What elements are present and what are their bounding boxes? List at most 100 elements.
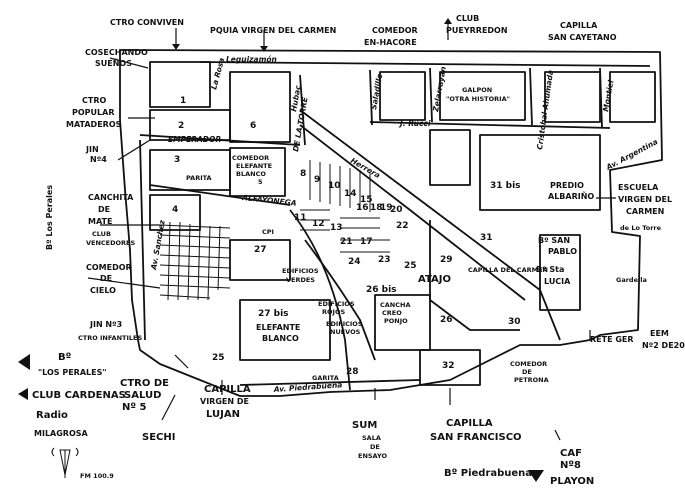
svg-text:ALBARIÑO: ALBARIÑO <box>548 191 594 201</box>
svg-text:CARMEN: CARMEN <box>626 207 664 216</box>
label-garita: GARITA <box>312 374 339 382</box>
label-capilla-lujan: CAPILLA <box>204 384 251 395</box>
svg-text:ELEFANTE: ELEFANTE <box>236 162 272 170</box>
label-ctros-infantiles: CTRO INFANTILES <box>78 334 142 342</box>
street-montiel: Montiel <box>601 79 615 112</box>
label-ctro-popular: CTRO <box>82 96 106 105</box>
block-22: 22 <box>396 221 409 231</box>
label-comedor-petrona: COMEDOR <box>510 360 547 368</box>
svg-text:BLANCO: BLANCO <box>236 170 266 178</box>
svg-text:DE: DE <box>100 274 112 283</box>
svg-text:VIRGEN DEL: VIRGEN DEL <box>618 195 672 204</box>
row-houses-grid <box>159 160 390 301</box>
label-capilla-san-cayetano: CAPILLA <box>560 21 598 30</box>
block-11: 11 <box>294 213 307 223</box>
label-comedor-de-cielo: COMEDOR <box>86 263 132 272</box>
street-rucci: J. Rucci <box>398 119 431 128</box>
block-1: 1 <box>180 96 186 106</box>
block-15: 15 <box>360 195 373 205</box>
block-12: 12 <box>312 219 325 229</box>
block-3: 3 <box>174 155 180 165</box>
block-parita: PARITA <box>186 174 212 182</box>
svg-text:Nº2 DE20: Nº2 DE20 <box>642 341 685 350</box>
block-30: 30 <box>508 317 521 327</box>
svg-text:Nº8: Nº8 <box>560 460 581 471</box>
radio-antenna-icon <box>51 447 79 478</box>
block-18: 18 <box>370 203 383 213</box>
label-ctro-salud: CTRO DE <box>120 378 169 389</box>
svg-text:PONJO: PONJO <box>384 317 408 325</box>
svg-text:BLANCO: BLANCO <box>262 334 299 343</box>
label-bo-san-pablo: Bº SAN <box>538 236 570 245</box>
svg-text:SALA: SALA <box>362 434 381 442</box>
block-32: 32 <box>442 361 455 371</box>
svg-text:MATE: MATE <box>88 217 112 226</box>
svg-text:Nº 5: Nº 5 <box>122 402 146 413</box>
map-outline <box>119 49 663 397</box>
label-bo-piedrabuena: Bº Piedrabuena <box>444 468 532 479</box>
svg-text:DE: DE <box>522 368 532 376</box>
label-atajo: ATAJO <box>418 274 451 285</box>
block-13: 13 <box>330 223 343 233</box>
block-4: 4 <box>172 205 178 215</box>
label-jin4: JIN <box>85 145 99 154</box>
svg-text:NUEVOS: NUEVOS <box>330 328 361 336</box>
label-eem: EEM <box>650 329 669 338</box>
svg-text:Nº4: Nº4 <box>90 155 107 164</box>
block-10: 10 <box>328 181 341 191</box>
label-sechi: SECHI <box>142 432 175 443</box>
label-bo-los-perales-vertical: Bº Los Perales <box>45 185 54 250</box>
svg-text:PLAYON: PLAYON <box>550 476 594 487</box>
map-labels: CTRO CONVIVEN PQUIA VIRGEN DEL CARMEN CO… <box>32 14 685 487</box>
city-blocks <box>149 61 656 386</box>
svg-text:DE: DE <box>98 205 110 214</box>
label-caf: CAF <box>560 448 582 459</box>
svg-text:CIELO: CIELO <box>90 286 116 295</box>
street-zelarrayan: Zelarrayan <box>431 66 448 114</box>
block-25: 25 <box>404 261 417 271</box>
svg-text:SAN CAYETANO: SAN CAYETANO <box>548 33 617 42</box>
label-ctro-conviven: CTRO CONVIVEN <box>110 18 184 27</box>
svg-text:VENCEDORES: VENCEDORES <box>86 239 135 247</box>
svg-text:CREO: CREO <box>382 309 402 317</box>
label-club-vencedores: CLUB <box>92 230 111 238</box>
svg-text:SAN FRANCISCO: SAN FRANCISCO <box>430 432 522 443</box>
label-canchita-de-mate: CANCHITA <box>88 193 134 202</box>
label-fm: FM 100.9 <box>80 472 114 480</box>
label-radio: Radio <box>36 410 68 421</box>
block-numbers: 1 2 3 4 6 PARITA 8 9 10 11 12 13 14 15 1… <box>172 96 521 377</box>
label-cancha-creo: CANCHA <box>380 301 410 309</box>
svg-text:VERDES: VERDES <box>286 276 315 284</box>
svg-text:VIRGEN DE: VIRGEN DE <box>200 397 249 406</box>
block-16: 16 <box>356 203 369 213</box>
block-14: 14 <box>344 189 357 199</box>
label-cpi: CPI <box>262 228 274 236</box>
street-emperador: EMPERADOR <box>168 135 221 144</box>
label-jin3: JIN Nº3 <box>89 320 122 329</box>
street-leguizamon: Leguizamón <box>226 55 277 64</box>
block-2: 2 <box>178 121 184 131</box>
svg-text:PUEYRREDON: PUEYRREDON <box>446 26 508 35</box>
block-29: 29 <box>440 255 453 265</box>
block-27: 27 <box>254 245 267 255</box>
street-alfayonega: ALFAYONEGA <box>241 193 297 208</box>
label-comedor-elefante: COMEDOR <box>232 154 269 162</box>
svg-text:ROJOS: ROJOS <box>322 308 345 316</box>
block-6: 6 <box>250 121 256 131</box>
svg-text:PETRONA: PETRONA <box>514 376 549 384</box>
svg-text:SALUD: SALUD <box>124 390 161 401</box>
block-21: 21 <box>340 237 353 247</box>
svg-text:"LOS PERALES": "LOS PERALES" <box>38 368 107 377</box>
label-capilla-del-carmen: CAPILLA DEL CARMEN <box>468 266 548 274</box>
svg-text:LUJAN: LUJAN <box>206 409 240 420</box>
label-capilla-san-francisco: CAPILLA <box>446 418 493 429</box>
block-19: 19 <box>380 203 393 213</box>
block-26bis: 26 bis <box>366 285 397 295</box>
street-lines <box>139 61 651 391</box>
svg-text:5: 5 <box>258 178 263 186</box>
label-sum: SUM <box>352 420 377 431</box>
label-edificios-nuevos: EDIFICIOS <box>326 320 363 328</box>
block-31: 31 <box>480 233 493 243</box>
label-edificios-rojos: EDIFICIOS <box>318 300 355 308</box>
label-bo-los-perales: Bº <box>58 352 72 363</box>
